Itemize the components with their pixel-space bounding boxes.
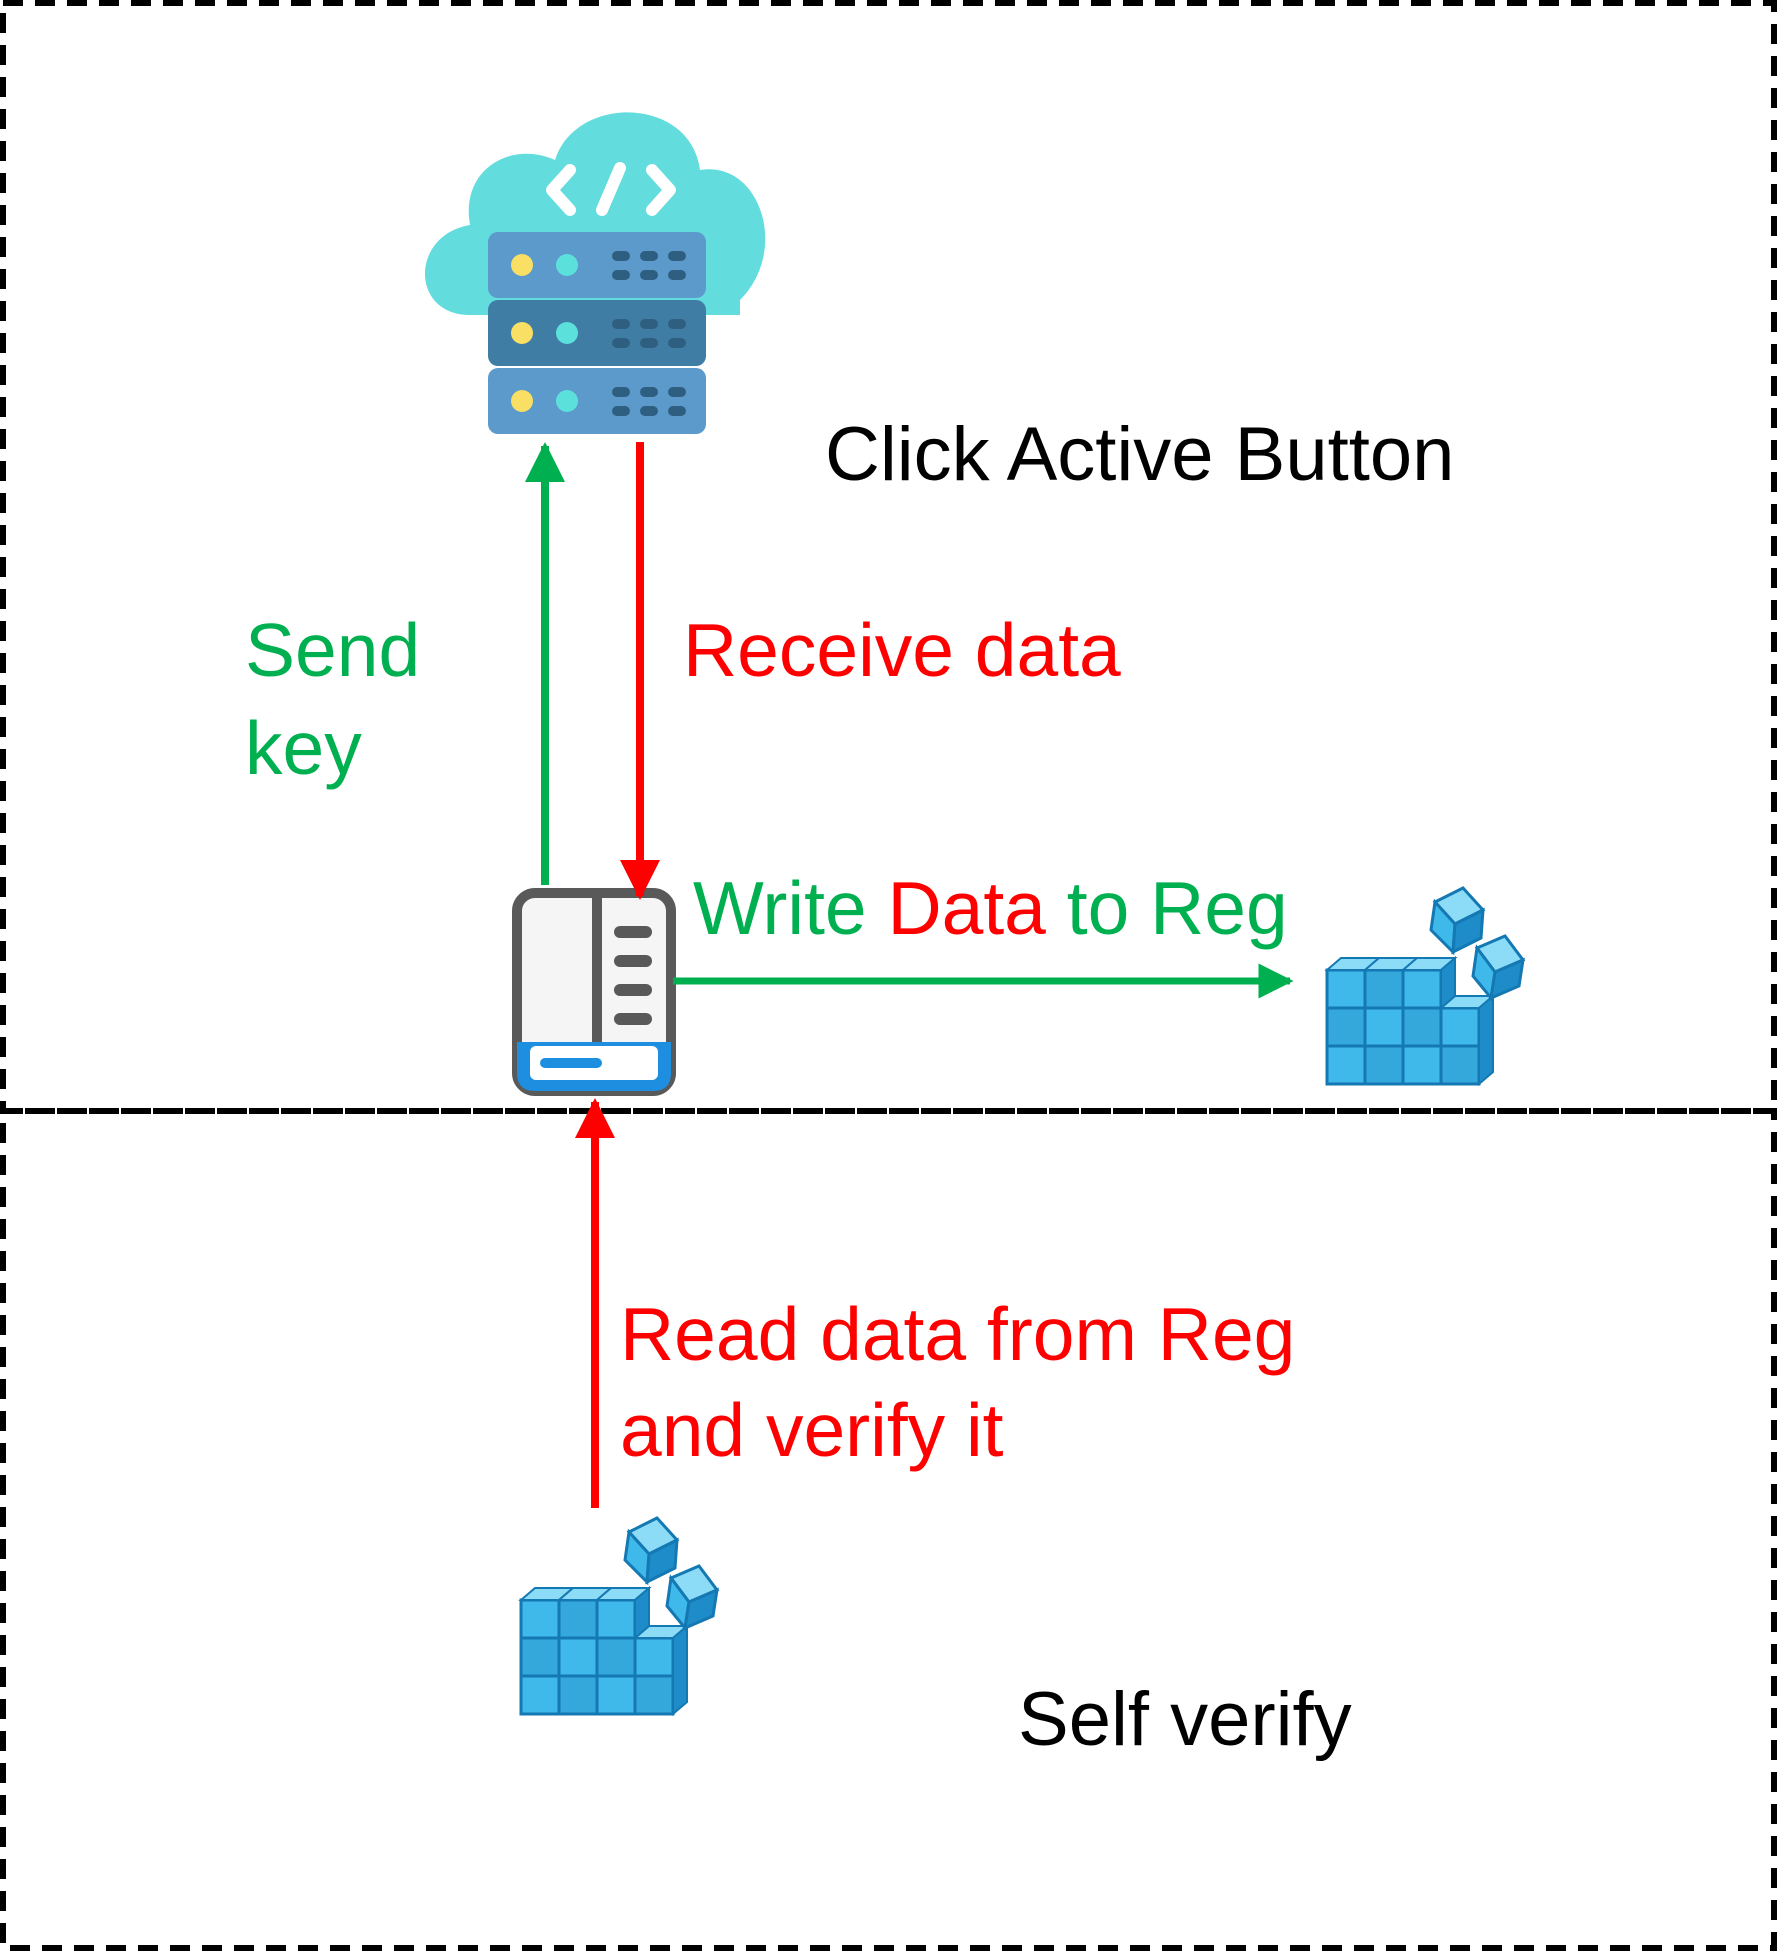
write-data-label-part1: Write: [693, 866, 887, 950]
write-data-label-part3: to Reg: [1046, 866, 1288, 950]
code-brackets-icon: [546, 162, 676, 216]
write-data-label: Write Data to Reg: [693, 866, 1288, 950]
send-key-label-line2: key: [245, 706, 362, 790]
application-window-icon: [512, 888, 676, 1096]
top-region-border: [0, 0, 1777, 1114]
read-data-label-line1: Read data from Reg: [620, 1292, 1295, 1376]
bottom-region-border: [0, 1108, 1777, 1951]
receive-data-label: Receive data: [683, 608, 1121, 692]
click-active-label: Click Active Button: [825, 412, 1454, 497]
send-key-label-line1: Send: [245, 608, 420, 692]
registry-cubes-icon-top: [1325, 886, 1525, 1086]
read-data-label-line2: and verify it: [620, 1388, 1004, 1472]
registry-cubes-icon-bottom: [519, 1516, 719, 1716]
write-data-label-part2: Data: [887, 866, 1046, 950]
cloud-server-icon: [425, 112, 766, 434]
self-verify-label: Self verify: [1018, 1677, 1352, 1762]
